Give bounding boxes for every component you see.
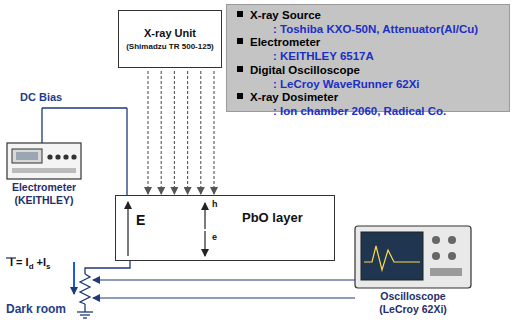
spec-line: X-ray Source: [237, 8, 503, 22]
signal-wire: [85, 261, 130, 274]
xray-beam: [148, 71, 214, 194]
spec-heading: Electrometer: [250, 36, 320, 48]
connector-line: [187, 71, 188, 194]
label-part: s: [46, 262, 50, 271]
connector-line: [161, 71, 162, 194]
resistor-symbol: [80, 274, 90, 304]
electrometer: Electrometer(KEITHLEY): [0, 143, 88, 207]
unit-model: (Shimadzu TR 500-125): [126, 42, 214, 51]
label-part: Dark room: [6, 302, 66, 316]
spec-heading: X-ray Source: [250, 9, 321, 21]
spec-line: X-ray Dosimeter: [237, 90, 503, 104]
connector-line: [200, 71, 201, 194]
spec-heading: X-ray Dosimeter: [250, 91, 338, 103]
spec-value: : Toshiba KXO-50N, Attenuator(Al/Cu): [273, 23, 478, 35]
device-body: [7, 143, 81, 179]
label-part: d: [29, 262, 34, 271]
connector-line: [42, 107, 127, 108]
device-body: [355, 226, 471, 288]
xray-unit-box: X-ray Unit (Shimadzu TR 500-125): [118, 10, 222, 68]
probe-wire: [93, 297, 355, 298]
bullet-square: [237, 11, 243, 17]
connector-line: [213, 71, 214, 194]
spec-line: : Ion chamber 2060, Radical Co.: [237, 104, 503, 118]
ground-symbol: [77, 312, 93, 318]
connector-line: [147, 71, 148, 194]
spec-line: Digital Oscilloscope: [237, 63, 503, 77]
device-name: Electrometer: [0, 181, 88, 194]
connector-line: [41, 108, 42, 143]
current-arrow: [73, 262, 75, 294]
spec-line: : Toshiba KXO-50N, Attenuator(Al/Cu): [237, 22, 503, 36]
device-model: (KEITHLEY): [0, 194, 88, 207]
device-name: Oscilloscope: [350, 290, 476, 303]
electron-arrow: [204, 231, 205, 256]
electrometer-icon: [7, 143, 81, 179]
device-model: (LeCroy 62Xi): [350, 303, 476, 316]
spec-line: : KEITHLEY 6517A: [237, 49, 503, 63]
label-part: +I: [37, 256, 46, 268]
oscilloscope-icon: [355, 226, 471, 288]
label-part: DC Bias: [20, 91, 62, 103]
connector-line: [174, 71, 175, 194]
connector-line: [126, 108, 127, 195]
spec-value: : KEITHLEY 6517A: [273, 50, 374, 62]
bullet-square: [237, 93, 243, 99]
bias-label: DC Bias: [20, 91, 62, 103]
spec-line: : LeCroy WaveRunner 62Xi: [237, 77, 503, 91]
hole-arrow: [204, 203, 205, 229]
spec-panel: X-ray Source : Toshiba KXO-50N, Attenuato…: [226, 4, 510, 112]
bullet-square: [237, 38, 243, 44]
pbo-layer: Eh e PbO layer: [115, 195, 335, 261]
room-label: Dark room: [6, 302, 66, 316]
spec-heading: Digital Oscilloscope: [250, 64, 360, 76]
electron-label: e: [212, 232, 217, 242]
probe-wire: [93, 279, 355, 280]
hole-label: h: [212, 199, 218, 209]
spec-value: : Ion chamber 2060, Radical Co.: [273, 105, 446, 117]
layer-name: PbO layer: [242, 210, 303, 225]
label-part: I = I: [10, 256, 29, 268]
field-arrow: [127, 202, 128, 256]
oscilloscope: Oscilloscope(LeCroy 62Xi): [350, 226, 476, 316]
spec-value: : LeCroy WaveRunner 62Xi: [273, 78, 420, 90]
ground-wire: [84, 304, 85, 312]
current-formula: I = Id+Is: [10, 256, 50, 271]
spec-line: Electrometer: [237, 35, 503, 49]
bullet-square: [237, 66, 243, 72]
field-label: E: [136, 212, 145, 228]
unit-title: X-ray Unit: [144, 27, 196, 39]
